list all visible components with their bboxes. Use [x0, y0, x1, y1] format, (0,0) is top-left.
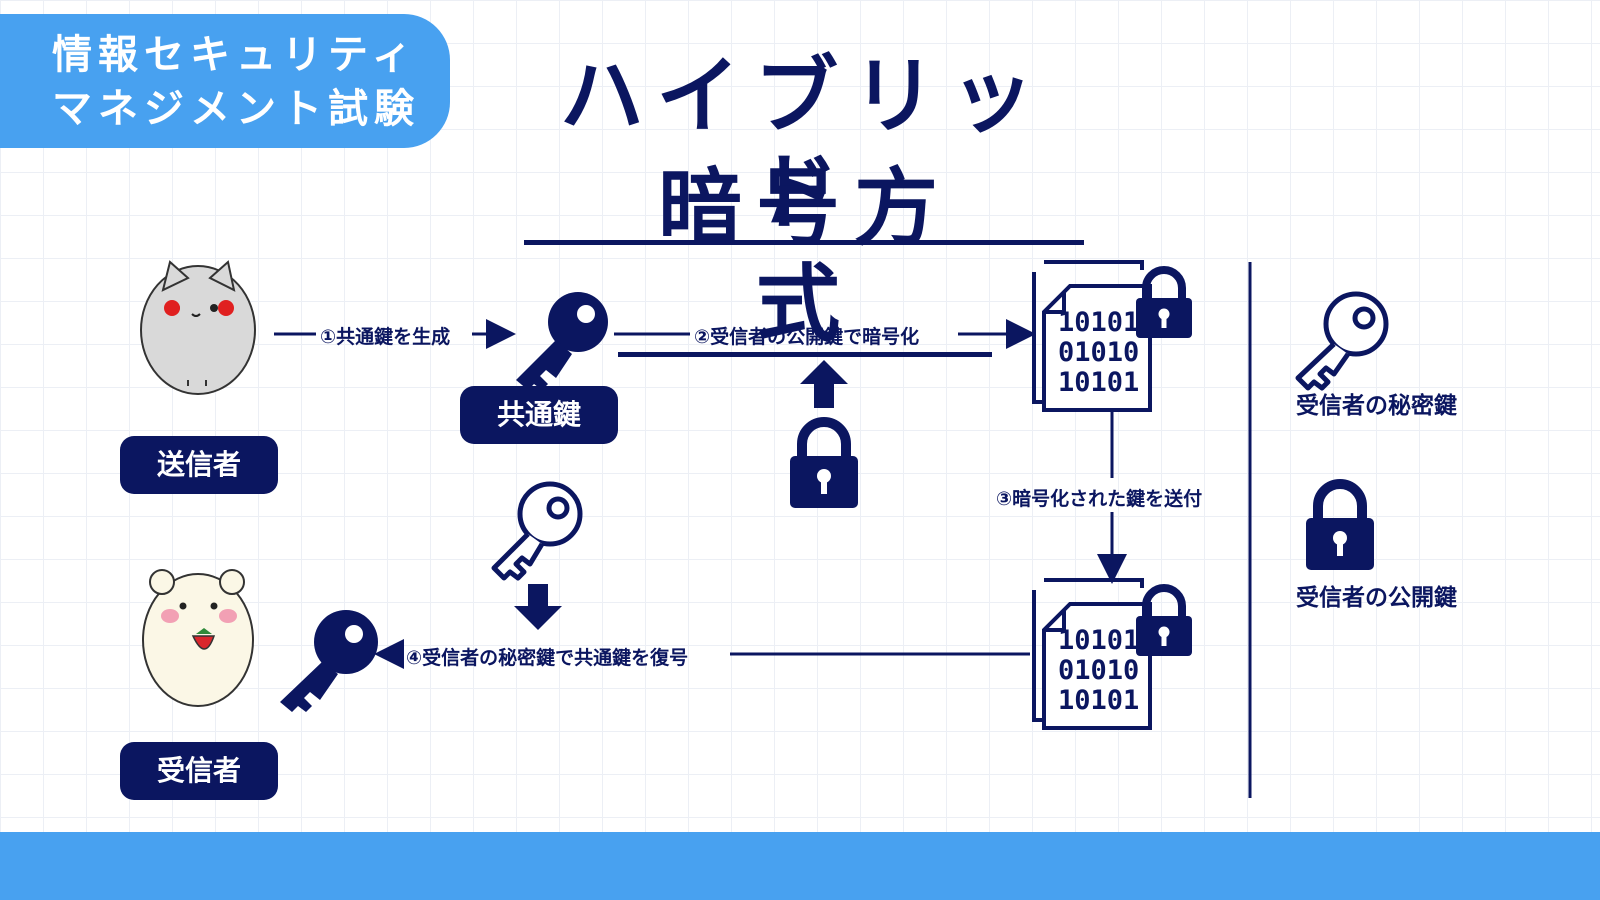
- binary-line: 01010: [1058, 337, 1140, 368]
- encrypted-document-icon: [1032, 260, 1152, 412]
- step-1-label: ①共通鍵を生成: [320, 326, 451, 348]
- legend-public-key-padlock-icon: [1306, 479, 1374, 570]
- step-3-label: ③暗号化された鍵を送付: [996, 488, 1203, 510]
- footer-bar: [0, 832, 1600, 900]
- binary-line: 10101: [1058, 307, 1140, 338]
- page-title-line-1: ハイブリッド: [524, 48, 1084, 245]
- document-padlock-icon: [1136, 266, 1192, 338]
- sender-label: 送信者: [120, 436, 278, 494]
- legend-private-key-icon: [1295, 291, 1389, 391]
- document-binary-text: 10101 01010 10101: [1058, 626, 1139, 716]
- sender-character-icon: [140, 260, 256, 395]
- page-title-line-2: 暗号方式: [618, 160, 992, 357]
- legend-private-key-label: 受信者の秘密鍵: [1296, 393, 1457, 419]
- binary-line: 10101: [1058, 625, 1140, 656]
- badge-line-2: マネジメント試験: [52, 86, 420, 132]
- receiver-label: 受信者: [120, 742, 278, 800]
- binary-line: 10101: [1058, 367, 1140, 398]
- document-binary-text: 10101 01010 10101: [1058, 308, 1139, 398]
- public-key-padlock-icon: [790, 417, 858, 508]
- exam-badge: 情報セキュリティ マネジメント試験: [0, 14, 450, 148]
- step-4-label: ④受信者の秘密鍵で共通鍵を復号: [406, 647, 689, 669]
- common-key-icon: [516, 292, 608, 390]
- binary-line: 01010: [1058, 655, 1140, 686]
- decrypted-common-key-icon: [280, 610, 378, 712]
- private-key-outline-icon: [491, 481, 583, 581]
- down-arrow-icon: [514, 584, 562, 630]
- encrypted-document-icon: [1032, 578, 1152, 730]
- receiver-character-icon: [142, 569, 254, 707]
- up-arrow-icon: [800, 360, 848, 408]
- badge-line-1: 情報セキュリティ: [52, 32, 418, 78]
- document-padlock-icon: [1136, 584, 1192, 656]
- binary-line: 10101: [1058, 685, 1140, 716]
- common-key-label: 共通鍵: [460, 386, 618, 444]
- legend-public-key-label: 受信者の公開鍵: [1296, 585, 1457, 611]
- step-2-label: ②受信者の公開鍵で暗号化: [694, 326, 920, 348]
